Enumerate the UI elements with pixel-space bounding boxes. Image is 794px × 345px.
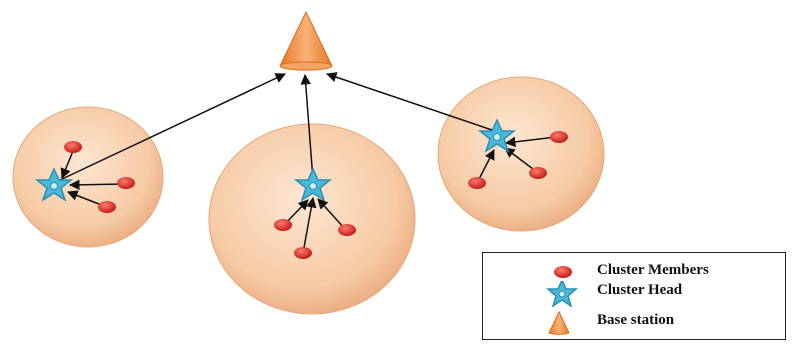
base-station-base (279, 61, 333, 71)
star-center (493, 133, 501, 141)
link-right-3 (477, 149, 495, 182)
legend-item-base-station: Base station (483, 311, 785, 335)
link-left-3 (67, 190, 105, 207)
legend-item-cluster-head: Cluster Head (483, 281, 785, 307)
red-circle-icon (554, 266, 572, 278)
star-center (309, 182, 317, 190)
link-head-left-to-base (59, 73, 286, 181)
cluster-head-center (293, 167, 333, 202)
link-center-2 (302, 196, 317, 254)
member-links (60, 136, 557, 254)
legend-label-cluster-head: Cluster Head (597, 282, 683, 298)
link-right-2 (504, 147, 538, 173)
member-node (117, 177, 135, 189)
legend: Cluster Members Cluster Head Base statio… (482, 252, 786, 340)
legend-label-cluster-members: Cluster Members (597, 262, 709, 278)
member-node (294, 247, 312, 259)
link-left-2 (68, 179, 125, 191)
legend-label-base-station: Base station (597, 312, 675, 328)
cluster-right (437, 76, 605, 232)
cluster-left-area (12, 106, 164, 248)
cluster-heads (34, 118, 517, 202)
base-station (279, 10, 333, 71)
link-head-center-to-base (300, 73, 314, 181)
link-right-1 (504, 136, 557, 148)
link-center-3 (317, 198, 346, 230)
cluster-right-area (437, 76, 605, 232)
blue-star-icon (546, 281, 578, 307)
member-node (98, 201, 116, 213)
member-node (468, 177, 486, 189)
star-center (50, 182, 58, 190)
member-node (338, 224, 356, 236)
link-head-right-to-base (326, 72, 493, 131)
cluster-members (64, 131, 568, 259)
head-links (59, 72, 493, 181)
orange-cone-icon (279, 10, 333, 71)
member-node (529, 167, 547, 179)
cluster-center-area (208, 123, 416, 315)
orange-cone-icon (548, 311, 570, 335)
member-node (64, 141, 82, 153)
cluster-head-left (34, 167, 74, 202)
link-left-1 (60, 150, 74, 179)
cluster-left (12, 106, 164, 248)
member-node (550, 131, 568, 143)
cluster-center (208, 123, 416, 315)
cluster-head-right (477, 118, 517, 153)
legend-item-cluster-members: Cluster Members (483, 261, 785, 283)
member-node (274, 219, 292, 231)
